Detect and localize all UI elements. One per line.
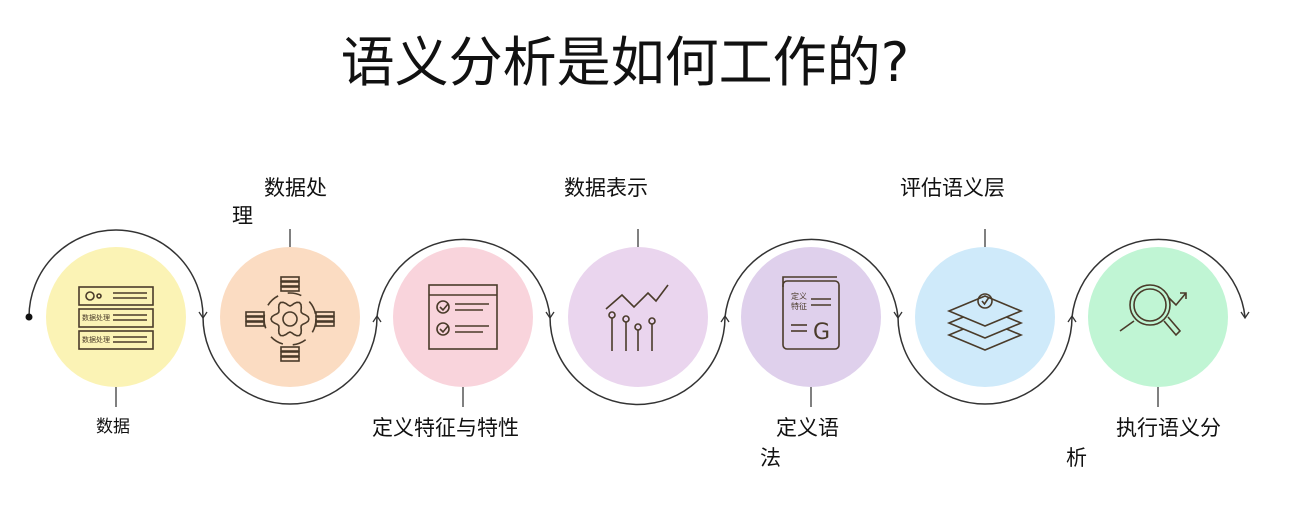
arrow-icon xyxy=(198,311,208,320)
flow-line xyxy=(28,229,1246,406)
step-6 xyxy=(915,229,1055,387)
step-circle xyxy=(741,247,881,387)
icon-text: 定义 xyxy=(791,291,807,301)
icon-text: 数据处理 xyxy=(82,335,110,344)
layers-check-icon xyxy=(946,293,1024,351)
page-title: 语义分析是如何工作的? xyxy=(340,31,910,94)
step-circle xyxy=(568,247,708,387)
step-2 xyxy=(220,229,360,387)
icon-text: 数据处理 xyxy=(82,313,110,322)
icon-text: 特征 xyxy=(791,301,807,311)
step-4-label: 数据表示 xyxy=(564,176,648,200)
step-2-label: 数据处 xyxy=(264,176,327,200)
step-5-label: 定义语 xyxy=(776,416,839,440)
arrow-icon xyxy=(720,314,730,323)
arrow-icon xyxy=(893,311,903,320)
step-6-label: 评估语义层 xyxy=(900,176,1005,200)
grammar-document-icon: 定义特征 G xyxy=(782,276,840,350)
checklist-window-icon xyxy=(428,284,498,350)
arrow-icon xyxy=(545,311,555,320)
magnifier-trend-icon xyxy=(1119,284,1187,337)
gear-databases-icon xyxy=(245,276,335,362)
line-chart-icon xyxy=(605,284,669,351)
step-5: 定义特征 G xyxy=(741,247,881,407)
arrow-icon xyxy=(1240,311,1250,320)
step-7-label: 执行语义分 xyxy=(1116,416,1221,440)
start-dot xyxy=(25,313,33,321)
step-5-label-line2: 法 xyxy=(760,446,781,470)
step-3-label: 定义特征与特性 xyxy=(372,416,519,440)
step-4 xyxy=(568,229,708,387)
arrow-icon xyxy=(1067,314,1077,323)
step-7-label-line2: 析 xyxy=(1066,446,1087,470)
arrow-icon xyxy=(372,314,382,323)
step-circle xyxy=(1088,247,1228,387)
g-letter: G xyxy=(813,320,830,345)
step-3 xyxy=(393,247,533,407)
step-2-label-line2: 理 xyxy=(232,204,253,228)
step-circle xyxy=(220,247,360,387)
step-7 xyxy=(1088,247,1228,407)
step-circle xyxy=(393,247,533,387)
step-circle xyxy=(46,247,186,387)
step-1-label: 数据 xyxy=(96,417,130,437)
